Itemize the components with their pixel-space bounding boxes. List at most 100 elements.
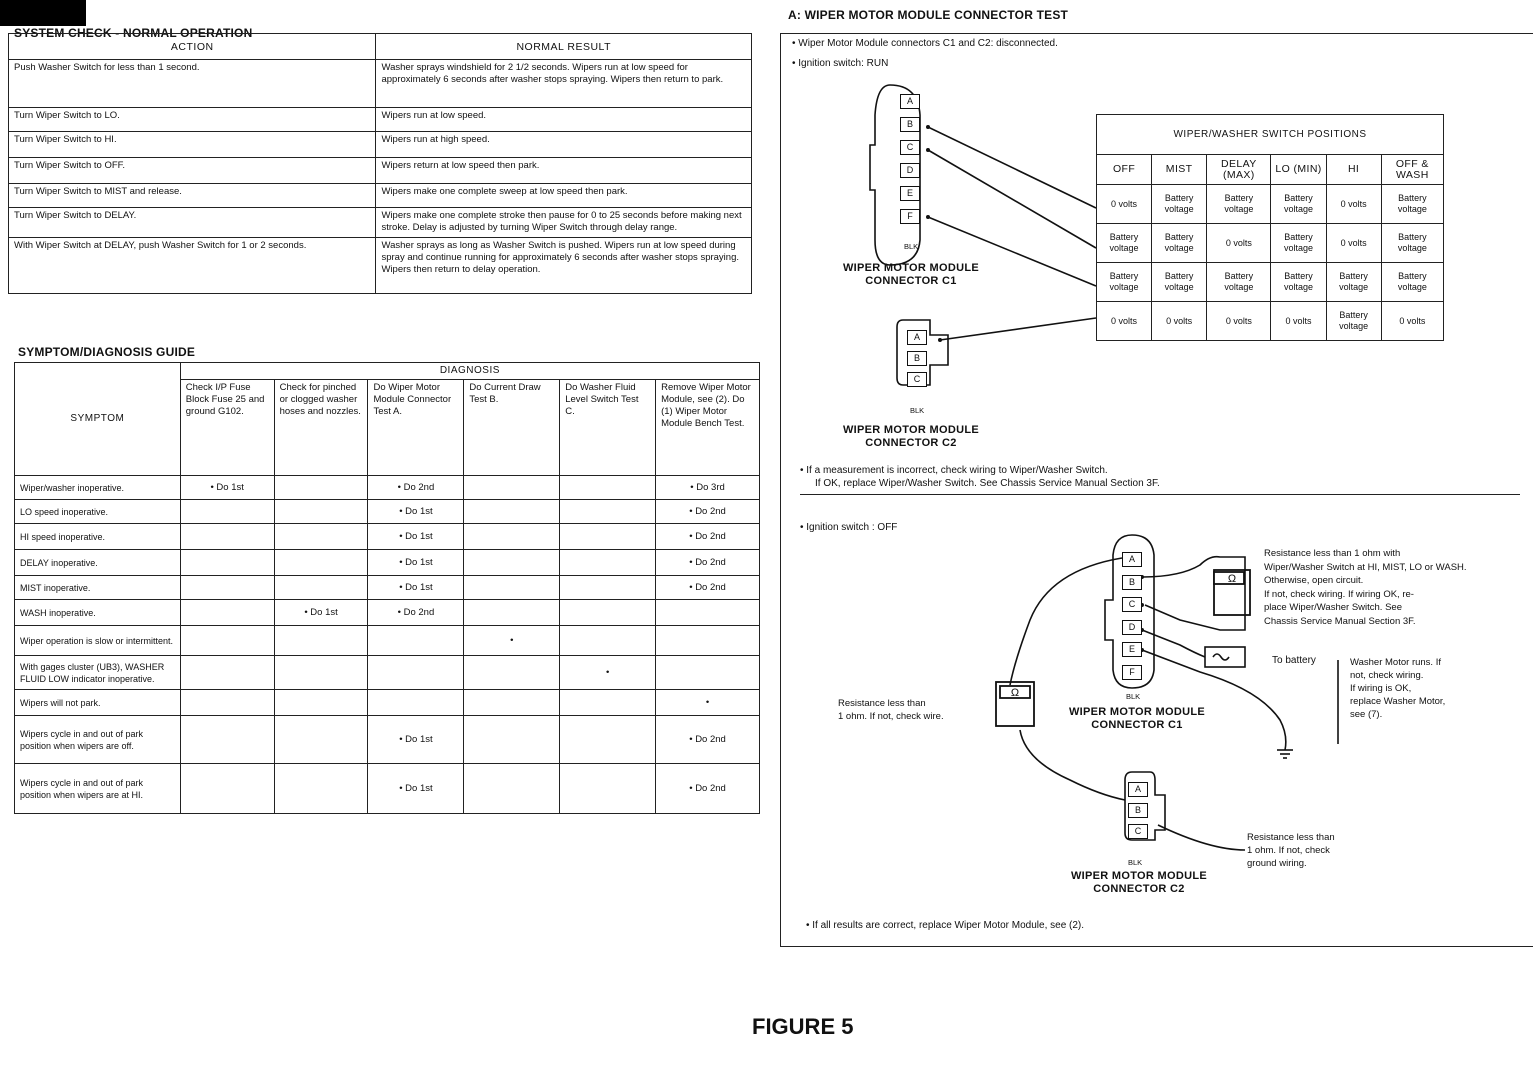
washer-note: Washer Motor runs. If not, check wiring. I… (1350, 656, 1445, 721)
final-note: If all results are correct, replace Wipe… (806, 919, 1084, 932)
diagnosis-cell (179, 763, 275, 814)
diagnosis-cell (273, 475, 369, 500)
result-cell: Wipers return at low speed then park. (375, 157, 752, 184)
ohmmeter-2-icon (995, 681, 1035, 727)
switch-table-title: WIPER/WASHER SWITCH POSITIONS (1096, 114, 1444, 155)
res3-line: ground wiring. (1247, 858, 1307, 869)
diagnosis-cell (559, 715, 657, 764)
switch-value-cell: Battery voltage (1206, 262, 1272, 302)
c2-blk-label: BLK (910, 406, 925, 415)
switch-position-header: OFF (1095, 154, 1153, 185)
symptom-cell: DELAY inoperative. (14, 549, 181, 576)
diagnosis-cell (559, 523, 657, 550)
symptom-cell: Wiper operation is slow or intermittent. (14, 625, 181, 656)
diagnosis-cell (273, 549, 369, 576)
switch-value-cell: Battery voltage (1380, 184, 1445, 224)
diagnosis-cell: • Do 2nd (655, 575, 760, 600)
diagnosis-cell (273, 655, 369, 690)
c2-body (896, 319, 949, 386)
res1-line: Otherwise, open circuit. (1264, 575, 1364, 586)
res1-line: Chassis Service Manual Section 3F. (1264, 615, 1416, 627)
diagnosis-cell: • Do 1st (367, 715, 465, 764)
lower-c1-blk: BLK (1126, 692, 1141, 701)
c2-label-line2: CONNECTOR C2 (865, 437, 957, 449)
pin-a: A (1122, 552, 1142, 567)
symptom-cell: Wipers cycle in and out of park position… (14, 715, 181, 764)
diagnosis-cell (273, 715, 369, 764)
diagnosis-cell (367, 655, 465, 690)
ohmmeter-1-icon (1213, 569, 1251, 616)
diagnosis-cell (179, 599, 275, 626)
switch-value-cell: Battery voltage (1270, 223, 1327, 263)
pin-e: E (1122, 642, 1142, 657)
system-check-row: With Wiper Switch at DELAY, push Washer … (7, 237, 752, 294)
diagnosis-cell: • Do 2nd (655, 715, 760, 764)
pin-c: C (1128, 824, 1148, 839)
diagnosis-cell: • Do 1st (367, 499, 465, 524)
res2-line: Resistance less than (838, 698, 926, 709)
result-cell: Washer sprays as long as Washer Switch i… (375, 237, 752, 294)
pin-a: A (1128, 782, 1148, 797)
diagnosis-cell (463, 763, 561, 814)
symptom-cell: MIST inoperative. (14, 575, 181, 600)
diagnosis-cell (179, 689, 275, 716)
washer-line: not, check wiring. (1350, 670, 1424, 681)
symptom-cell: WASH inoperative. (14, 599, 181, 626)
diagnosis-cell (179, 523, 275, 550)
pin-f: F (900, 209, 920, 224)
washer-line: If wiring is OK, (1350, 683, 1412, 694)
switch-value-cell: 0 volts (1206, 223, 1272, 263)
action-cell: Turn Wiper Switch to LO. (7, 107, 377, 132)
diagnosis-cell: • (559, 655, 657, 690)
system-check-row: Push Washer Switch for less than 1 secon… (7, 59, 752, 108)
diagnosis-cell (273, 625, 369, 656)
diagnosis-cell: • Do 2nd (655, 763, 760, 814)
wiring-diagram: Ω Ω (869, 84, 1339, 851)
washer-line: Washer Motor runs. If (1350, 657, 1441, 668)
switch-value-cell: Battery voltage (1095, 262, 1153, 302)
note-incorrect-1: If a measurement is incorrect, check wir… (800, 464, 1107, 477)
pin-c: C (900, 140, 920, 155)
diagnosis-cell (179, 549, 275, 576)
condition-2: Ignition switch: RUN (792, 57, 888, 70)
washer-line: replace Washer Motor, (1350, 696, 1446, 707)
diagnosis-cell (179, 575, 275, 600)
c1-label-line2: CONNECTOR C1 (865, 275, 957, 287)
diagnosis-cell (559, 625, 657, 656)
pin-d: D (1122, 619, 1142, 635)
washer-line: see (7). (1350, 709, 1383, 720)
switch-value-cell: Battery voltage (1270, 184, 1327, 224)
corner-block (0, 0, 86, 26)
pin-e: E (900, 186, 920, 201)
diagnosis-cell (463, 475, 561, 500)
ohm-symbol-1: Ω (1228, 573, 1236, 585)
switch-position-header: DELAY (MAX) (1206, 154, 1272, 185)
c2-label: WIPER MOTOR MODULE CONNECTOR C2 (828, 424, 994, 450)
diagnosis-cell: • Do 2nd (367, 475, 465, 500)
symptom-row: With gages cluster (UB3), WASHER FLUID L… (14, 655, 760, 690)
switch-value-cell: Battery voltage (1380, 262, 1445, 302)
switch-value-cell: Battery voltage (1151, 223, 1208, 263)
symptom-row: Wiper/washer inoperative.• Do 1st• Do 2n… (14, 475, 760, 500)
action-header: ACTION (7, 33, 377, 60)
lower-c2-body (1124, 771, 1166, 841)
diagnosis-cell: • Do 1st (179, 475, 275, 500)
symptom-cell: HI speed inoperative. (14, 523, 181, 550)
diagnosis-cell (463, 715, 561, 764)
symptom-row: MIST inoperative.• Do 1st• Do 2nd (14, 575, 760, 600)
res3-line: Resistance less than (1247, 832, 1335, 843)
diagnosis-cell (367, 689, 465, 716)
diagnosis-cell (463, 655, 561, 690)
action-cell: Turn Wiper Switch to HI. (7, 131, 377, 158)
c1-label: WIPER MOTOR MODULE CONNECTOR C1 (828, 262, 994, 288)
pin-b: B (1122, 574, 1142, 590)
diagnosis-cell (559, 763, 657, 814)
diagnosis-cell: • Do 1st (367, 763, 465, 814)
lower-c2-blk: BLK (1128, 858, 1143, 867)
switch-value-cell: 0 volts (1095, 301, 1153, 341)
switch-value-cell: Battery voltage (1206, 184, 1272, 224)
